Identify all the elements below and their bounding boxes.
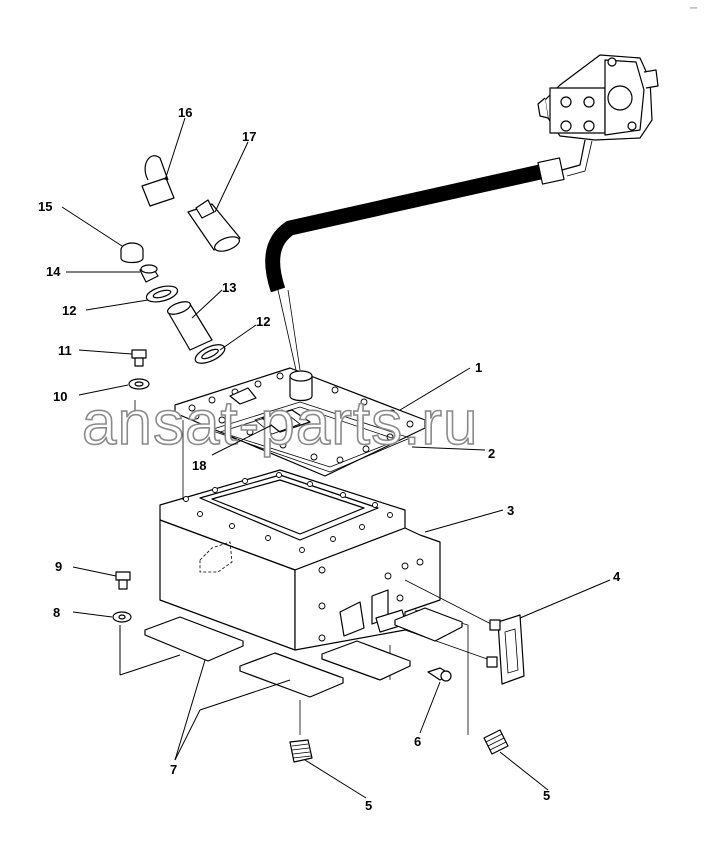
bolt-9 — [115, 571, 131, 590]
callout-6: 6 — [414, 734, 421, 749]
clamp-12-upper — [145, 285, 179, 303]
gasket — [208, 401, 412, 473]
hose-assembly — [265, 139, 593, 371]
callout-4: 4 — [613, 569, 621, 584]
callout-1: 1 — [475, 360, 482, 375]
callout-11: 11 — [58, 343, 72, 358]
bolt-6 — [427, 667, 452, 682]
reservoir-tank — [159, 469, 441, 651]
window-18 — [254, 409, 301, 435]
callout-2: 2 — [488, 446, 495, 461]
ring-14 — [139, 264, 159, 283]
drain-plug-right — [483, 729, 509, 755]
callout-9: 9 — [55, 559, 62, 574]
connector-17 — [187, 199, 241, 252]
callout-16: 16 — [178, 105, 192, 120]
bolt-11 — [131, 349, 147, 367]
drain-plug-bottom — [289, 739, 313, 763]
callout-13: 13 — [222, 280, 236, 295]
clamp-12-lower — [194, 344, 226, 364]
callout-18: 18 — [192, 458, 206, 473]
callout-7: 7 — [170, 762, 177, 777]
callout-numbers: 1 2 3 4 5 5 6 7 8 9 10 11 12 12 13 14 15… — [38, 105, 621, 813]
callout-12-right: 12 — [256, 314, 270, 329]
callout-14: 14 — [46, 264, 61, 279]
callout-3: 3 — [507, 503, 514, 518]
watermark: ansat-parts.ru — [82, 389, 479, 458]
pump-unit — [537, 54, 659, 141]
corner-mark: ━━ — [689, 6, 698, 12]
washer-10 — [128, 378, 150, 390]
filler-cap-15 — [120, 242, 144, 264]
callout-5-right: 5 — [543, 788, 550, 803]
callout-12-left: 12 — [62, 303, 76, 318]
callout-15: 15 — [38, 199, 52, 214]
shackle-16 — [141, 155, 175, 207]
leader-lines — [61, 117, 611, 799]
rubber-pads — [144, 607, 463, 698]
callout-8: 8 — [53, 605, 60, 620]
callout-5-bottom: 5 — [365, 798, 372, 813]
mounting-bracket — [486, 614, 525, 685]
tube-13 — [166, 301, 213, 351]
callout-17: 17 — [242, 129, 256, 144]
callout-10: 10 — [53, 389, 67, 404]
washer-8 — [112, 611, 132, 623]
